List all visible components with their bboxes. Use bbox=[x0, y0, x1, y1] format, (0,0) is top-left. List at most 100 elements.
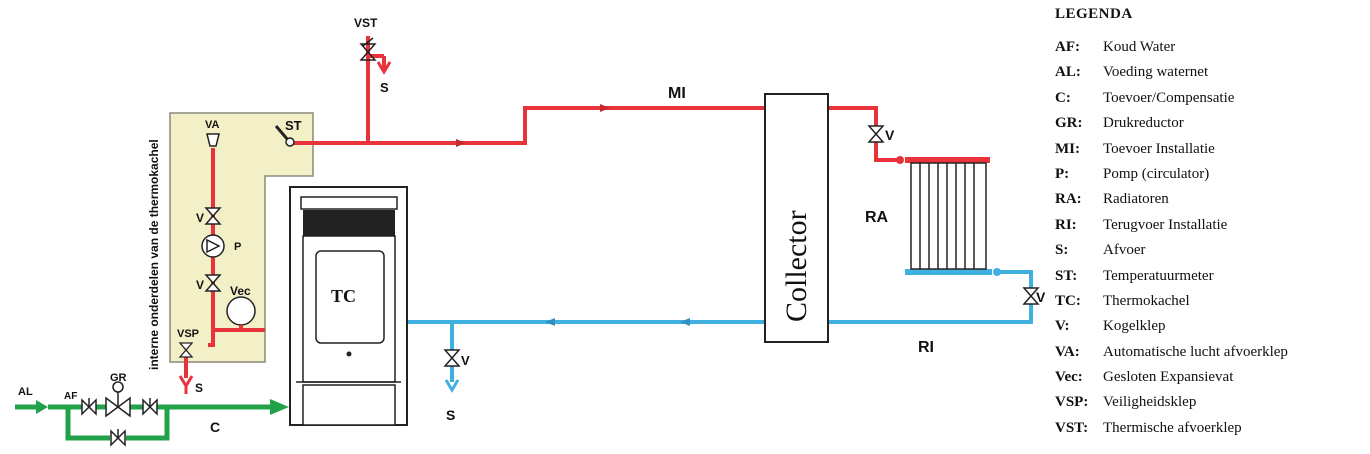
af-label: AF bbox=[64, 391, 77, 402]
feed-inlet-arrow bbox=[36, 400, 48, 414]
v-lower-valve bbox=[204, 274, 222, 292]
vsp-valve bbox=[178, 342, 194, 358]
legend-item: V: Kogelklep bbox=[1055, 314, 1367, 339]
legend-title: LEGENDA bbox=[1055, 6, 1133, 22]
legend-code: VSP: bbox=[1055, 394, 1089, 411]
mi-label: MI bbox=[668, 85, 686, 102]
v-radiator-in-valve bbox=[867, 125, 885, 143]
legend-code: MI: bbox=[1055, 140, 1080, 157]
legend-item: RA: Radiatoren bbox=[1055, 187, 1367, 212]
legend-item: TC: Thermokachel bbox=[1055, 289, 1367, 314]
st-bulb bbox=[285, 137, 295, 147]
v-radiator-out-valve bbox=[1022, 287, 1040, 305]
legend-description: Thermische afvoerklep bbox=[1103, 419, 1242, 436]
thermokachel-stove bbox=[289, 186, 408, 426]
legend-description: Toevoer Installatie bbox=[1103, 140, 1215, 157]
v-upper-label: V bbox=[196, 211, 204, 225]
legend-code: ST: bbox=[1055, 267, 1078, 284]
legend-code: AF: bbox=[1055, 39, 1080, 55]
v-radiator-out-label: V bbox=[1036, 289, 1045, 305]
legend-item: MI: Toevoer Installatie bbox=[1055, 137, 1367, 162]
legend-item: VSP: Veiligheidsklep bbox=[1055, 390, 1367, 415]
legend-code: TC: bbox=[1055, 292, 1081, 309]
radiator bbox=[896, 156, 1001, 276]
legend-code: GR: bbox=[1055, 115, 1083, 132]
return-flow-arrows bbox=[545, 318, 690, 326]
legend-description: Afvoer bbox=[1103, 242, 1146, 259]
feed-valve-right bbox=[142, 398, 158, 416]
legend-item: VST: Thermische afvoerklep bbox=[1055, 416, 1367, 441]
return-pipe bbox=[408, 270, 1033, 382]
legend-item: AL: Voeding waternet bbox=[1055, 60, 1367, 85]
pump-symbol bbox=[201, 234, 225, 258]
legend-item: S:Afvoer bbox=[1055, 238, 1367, 263]
ri-label: RI bbox=[918, 339, 934, 356]
legend-description: Kogelklep bbox=[1103, 318, 1166, 335]
collector bbox=[764, 93, 829, 343]
legend-code: C: bbox=[1055, 89, 1071, 106]
legend-description: Gesloten Expansievat bbox=[1103, 369, 1234, 386]
legend-description: Drukreductor bbox=[1103, 115, 1184, 132]
legend-description: Automatische lucht afvoerklep bbox=[1103, 343, 1288, 360]
st-label: ST bbox=[285, 118, 302, 133]
vst-valve bbox=[359, 37, 377, 61]
internal-parts-panel bbox=[169, 112, 314, 363]
v-lower-label: V bbox=[196, 278, 204, 292]
legend-description: Toevoer/Compensatie bbox=[1103, 89, 1235, 106]
v-drain-label: V bbox=[461, 353, 470, 368]
legend-code: RA: bbox=[1055, 191, 1082, 208]
v-radiator-in-label: V bbox=[885, 127, 895, 143]
legend-item: AF: Koud Water bbox=[1055, 35, 1367, 60]
legend-item: RI: Terugvoer Installatie bbox=[1055, 213, 1367, 238]
va-symbol bbox=[206, 133, 220, 147]
legend-code: RI: bbox=[1055, 216, 1077, 233]
va-label: VA bbox=[205, 119, 220, 131]
legend-item: C: Toevoer/Compensatie bbox=[1055, 86, 1367, 111]
legend-code: VST: bbox=[1055, 419, 1089, 436]
legend-item: GR: Drukreductor bbox=[1055, 111, 1367, 136]
legend-description: Voeding waternet bbox=[1103, 64, 1209, 81]
ra-label: RA bbox=[865, 209, 889, 226]
legend-description: Koud Water bbox=[1103, 39, 1176, 55]
legend-code: P: bbox=[1055, 165, 1070, 182]
legend-description: Terugvoer Installatie bbox=[1103, 216, 1228, 233]
collector-label: Collector bbox=[780, 210, 813, 322]
s-vsp-label: S bbox=[195, 381, 203, 395]
s-drain-label: S bbox=[446, 407, 455, 423]
gr-pressure-reducer bbox=[105, 381, 131, 418]
legend-code: V: bbox=[1055, 318, 1070, 335]
c-label: C bbox=[210, 419, 220, 435]
legend-description: Radiatoren bbox=[1103, 191, 1169, 208]
vst-label: VST bbox=[354, 16, 378, 30]
v-drain-valve bbox=[443, 349, 461, 367]
legend-code: AL: bbox=[1055, 64, 1081, 81]
legend-description: Thermokachel bbox=[1103, 292, 1190, 309]
legend-description: Veiligheidsklep bbox=[1103, 394, 1197, 411]
bypass-valve bbox=[110, 429, 126, 447]
s-top-label: S bbox=[380, 80, 389, 95]
supply-flow-arrows bbox=[456, 104, 610, 147]
drain-symbol-top bbox=[376, 61, 392, 75]
tc-label: TC bbox=[331, 286, 356, 306]
legend-code: Vec: bbox=[1055, 369, 1083, 386]
feed-stove-arrow bbox=[270, 399, 289, 415]
legend-item: Vec: Gesloten Expansievat bbox=[1055, 365, 1367, 390]
st-symbol bbox=[274, 125, 290, 141]
legend-item: P: Pomp (circulator) bbox=[1055, 162, 1367, 187]
legend-description: Temperatuurmeter bbox=[1103, 267, 1214, 284]
v-upper-valve bbox=[204, 207, 222, 225]
expansion-vessel bbox=[226, 296, 256, 326]
heating-system-diagram: interne onderdelen van de thermokachel V… bbox=[15, 16, 1045, 447]
al-label: AL bbox=[18, 386, 33, 398]
legend-item: ST: Temperatuurmeter bbox=[1055, 264, 1367, 289]
legend-item: VA:Automatische lucht afvoerklep bbox=[1055, 340, 1367, 365]
legend-description: Pomp (circulator) bbox=[1103, 165, 1210, 182]
gr-label: GR bbox=[110, 372, 127, 384]
af-valve bbox=[81, 398, 97, 416]
internal-parts-label: interne onderdelen van de thermokachel bbox=[147, 139, 161, 370]
p-label: P bbox=[234, 241, 241, 253]
vec-label: Vec bbox=[230, 284, 251, 298]
vsp-label: VSP bbox=[177, 328, 199, 340]
